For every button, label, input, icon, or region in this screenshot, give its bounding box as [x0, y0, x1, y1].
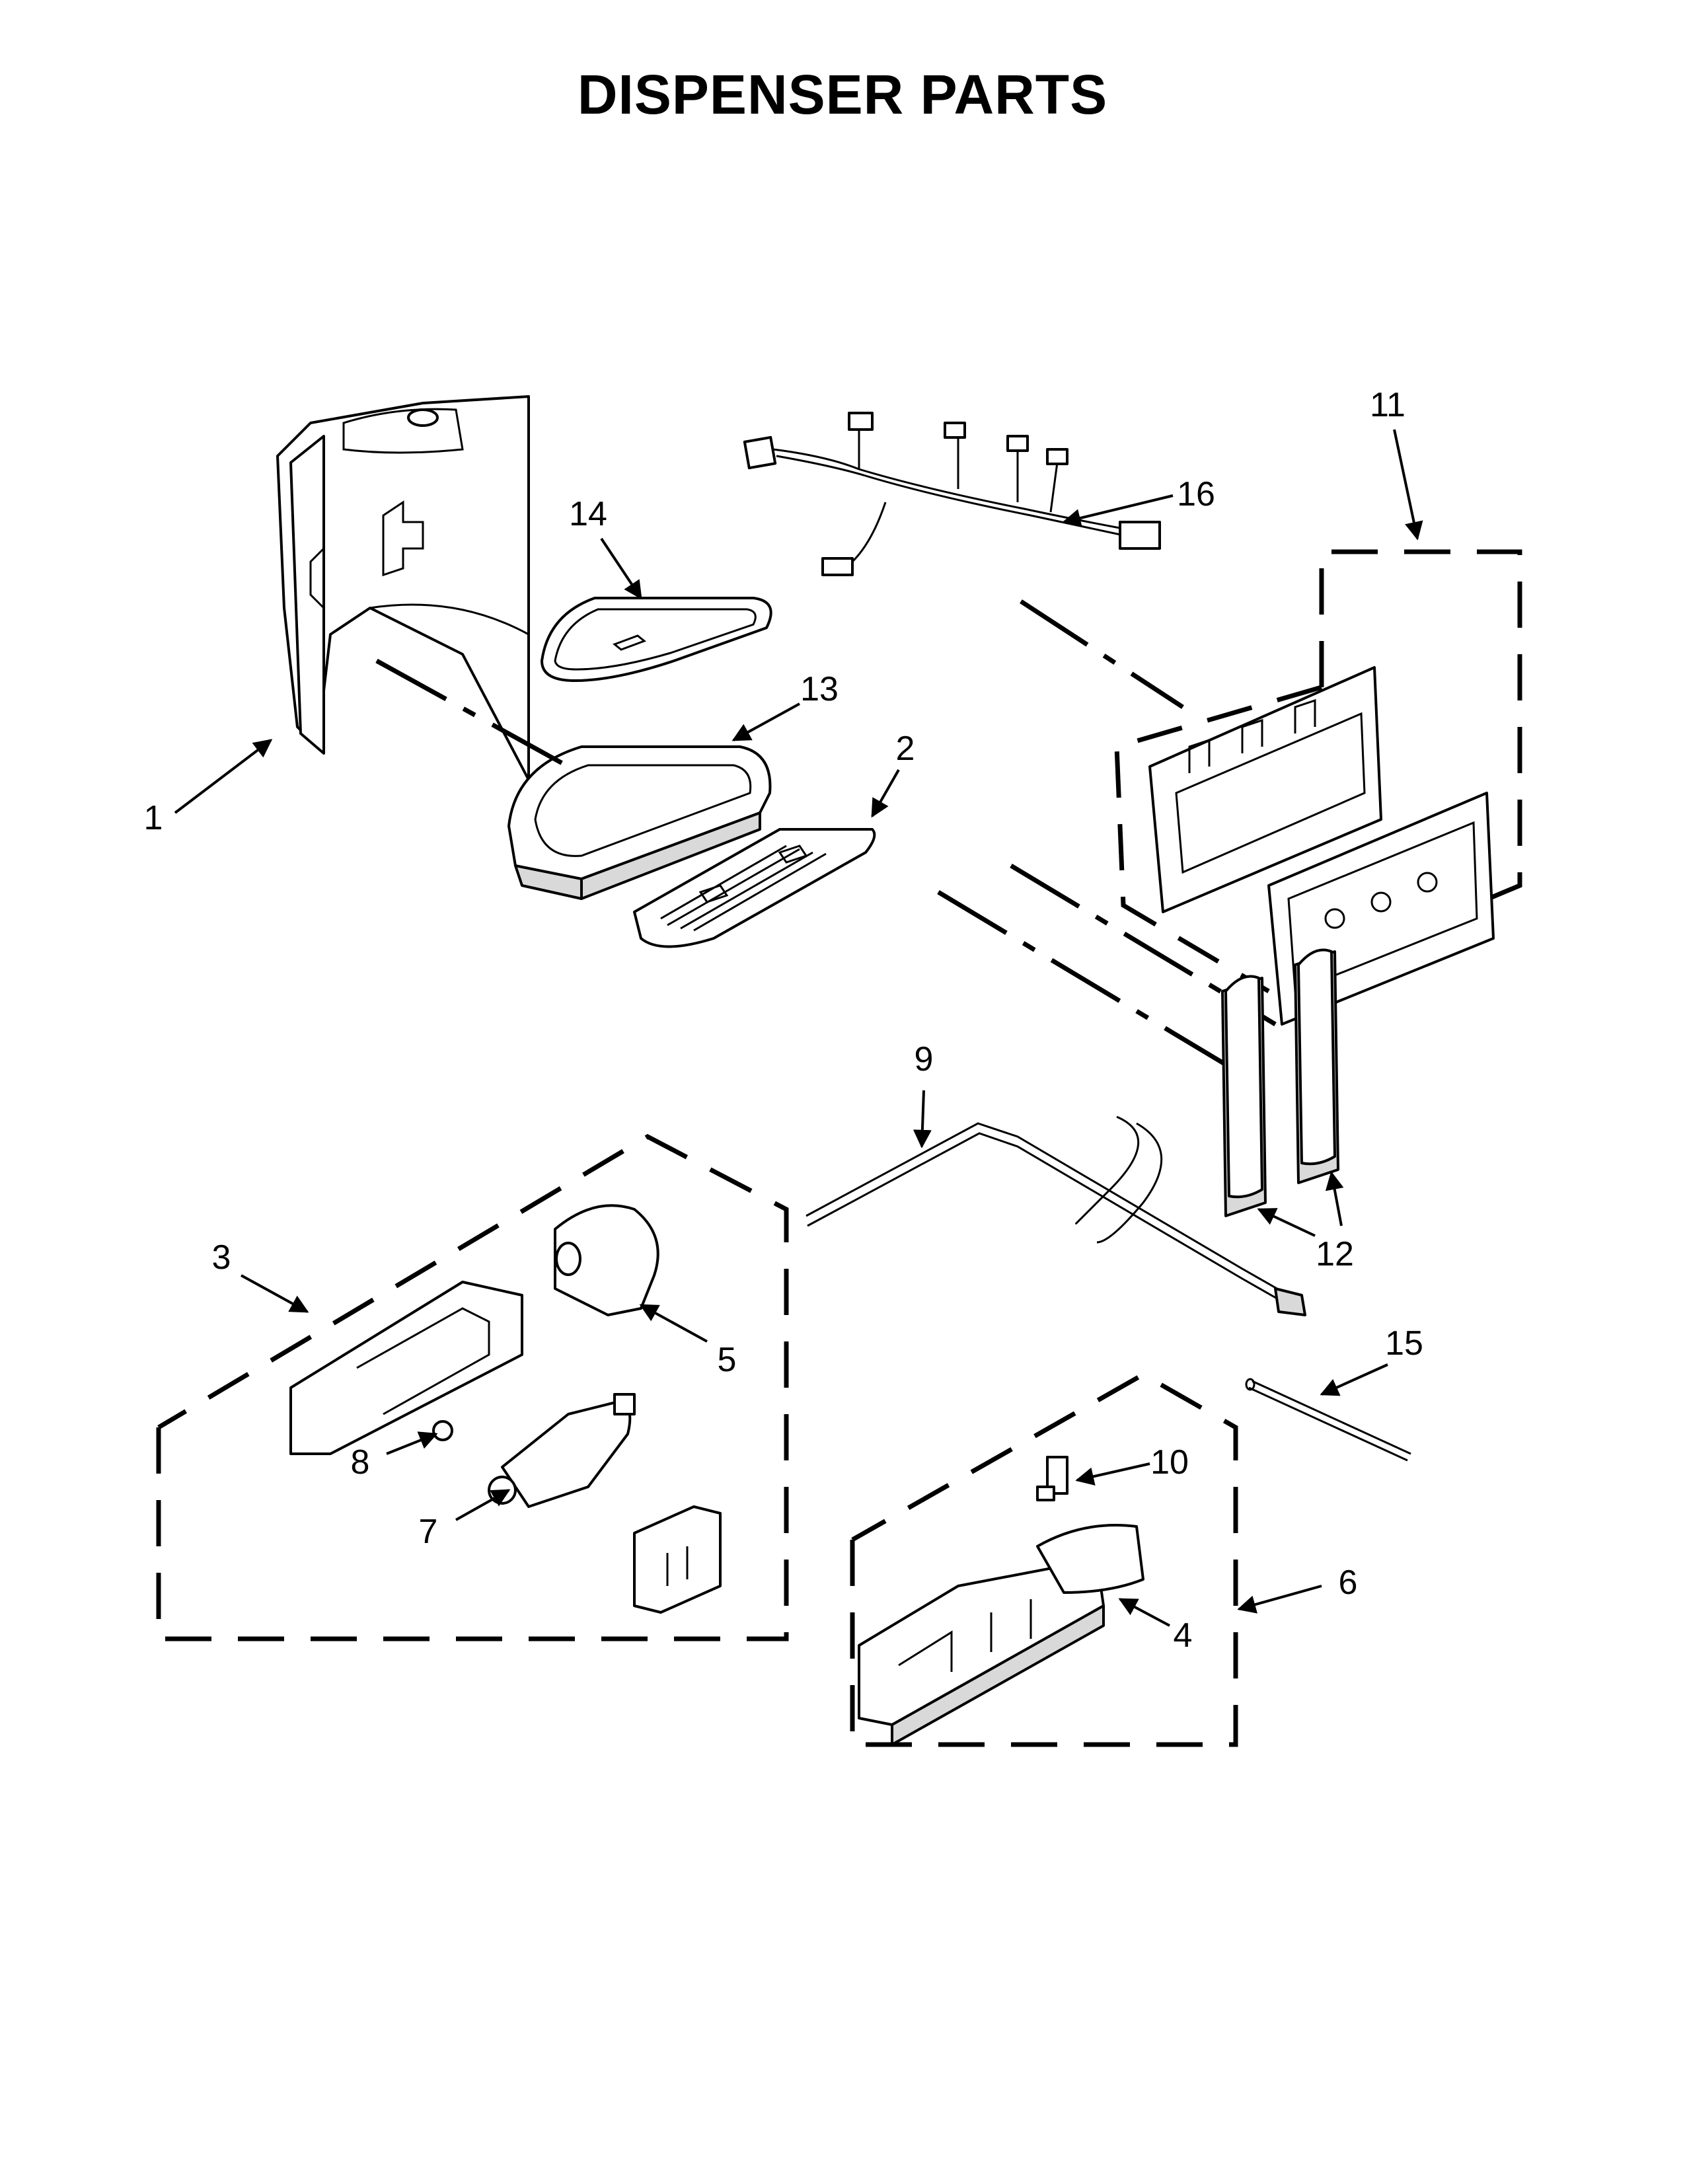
- callout-9: 9: [915, 1040, 934, 1078]
- callout-1: 1: [144, 799, 163, 837]
- callout-13: 13: [800, 670, 839, 708]
- leader-8: [386, 1431, 438, 1455]
- leader-5: [639, 1304, 708, 1343]
- callout-7: 7: [419, 1513, 438, 1551]
- leader-12a: [1257, 1208, 1316, 1237]
- callout-12: 12: [1316, 1235, 1354, 1273]
- part-9-tube[interactable]: [805, 1115, 1306, 1316]
- callout-5: 5: [718, 1341, 737, 1379]
- leader-3: [241, 1274, 309, 1313]
- leader-16: [1062, 494, 1174, 527]
- leader-13: [731, 702, 800, 741]
- alignment-line-d: [375, 658, 570, 769]
- part-16-wire-harness[interactable]: [743, 412, 1161, 576]
- leader-1: [174, 739, 273, 814]
- leader-11: [1393, 429, 1423, 541]
- part-15-rod[interactable]: [1245, 1378, 1411, 1462]
- part-1-housing[interactable]: [276, 395, 530, 781]
- part-13-drip-tray[interactable]: [507, 745, 772, 900]
- leader-4: [1118, 1598, 1170, 1627]
- callout-10: 10: [1150, 1443, 1189, 1482]
- leader-10: [1075, 1462, 1150, 1486]
- part-2-grille[interactable]: [633, 828, 876, 948]
- callout-14: 14: [569, 495, 607, 533]
- alignment-line-c: [937, 889, 1237, 1073]
- part-14-gasket[interactable]: [541, 597, 772, 682]
- leader-15: [1320, 1363, 1388, 1396]
- page-title: DISPENSER PARTS: [577, 63, 1108, 126]
- callout-15: 15: [1385, 1324, 1423, 1363]
- leader-6: [1237, 1585, 1322, 1614]
- callout-11: 11: [1370, 386, 1405, 424]
- callout-16: 16: [1177, 475, 1215, 513]
- callout-2: 2: [896, 730, 915, 768]
- part-3-motor-assembly[interactable]: [156, 1133, 789, 1641]
- leader-12b: [1325, 1171, 1344, 1226]
- callout-6: 6: [1339, 1563, 1358, 1602]
- callout-3: 3: [212, 1238, 231, 1277]
- leader-2: [871, 769, 900, 818]
- leader-14: [600, 537, 642, 600]
- part-6-lower-assembly[interactable]: [850, 1371, 1238, 1747]
- alignment-line-b: [1010, 863, 1277, 1027]
- part-12-paddles[interactable]: [1221, 948, 1339, 1217]
- callout-4: 4: [1174, 1616, 1193, 1655]
- callout-8: 8: [351, 1443, 370, 1482]
- leader-7: [455, 1489, 511, 1521]
- leader-9: [913, 1090, 932, 1148]
- alignment-line-a: [1020, 599, 1184, 709]
